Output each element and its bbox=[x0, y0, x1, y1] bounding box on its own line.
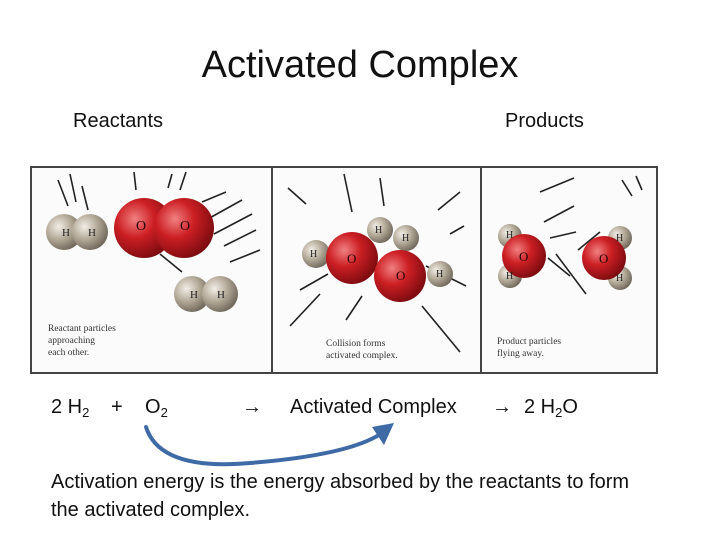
collision-figure: H H O O H H Reactant particles approachi… bbox=[30, 166, 658, 374]
page-title: Activated Complex bbox=[201, 44, 519, 86]
activated-complex-cluster: H H H H O O bbox=[302, 217, 453, 302]
hydrogen-atom bbox=[302, 240, 330, 268]
hydrogen-symbol: H bbox=[506, 271, 513, 282]
products-label: Products bbox=[505, 110, 584, 132]
equation-complex: Activated Complex bbox=[290, 396, 457, 418]
hydrogen-symbol: H bbox=[88, 227, 96, 239]
oxygen-symbol: O bbox=[396, 268, 405, 283]
oxygen-symbol: O bbox=[347, 251, 356, 266]
hydrogen-atom bbox=[393, 225, 419, 251]
oxygen-symbol: O bbox=[136, 219, 146, 234]
hydrogen-atom bbox=[202, 276, 238, 312]
reaction-arrow-icon: → bbox=[242, 396, 262, 418]
panel-reactants bbox=[57, 171, 261, 273]
hydrogen-symbol: H bbox=[402, 233, 409, 244]
hydrogen-atom bbox=[46, 214, 82, 250]
molecule-h2o-left: H H O bbox=[498, 224, 546, 288]
hydrogen-symbol: H bbox=[506, 230, 513, 241]
hydrogen-atom bbox=[367, 217, 393, 243]
curved-arrow-icon bbox=[144, 423, 394, 467]
oxygen-atom bbox=[154, 198, 214, 258]
molecule-h2o-right: H H O bbox=[582, 226, 632, 290]
panel-caption-reactants: Reactant particles approaching each othe… bbox=[48, 324, 118, 358]
hydrogen-atom bbox=[427, 261, 453, 287]
hydrogen-atom bbox=[174, 276, 210, 312]
hydrogen-atom bbox=[72, 214, 108, 250]
hydrogen-symbol: H bbox=[190, 289, 198, 301]
hydrogen-symbol: H bbox=[375, 225, 382, 236]
oxygen-atom bbox=[502, 234, 546, 278]
oxygen-symbol: O bbox=[180, 219, 190, 234]
equation-h2: 2 H2 bbox=[51, 396, 90, 420]
molecule-h2-right: H H bbox=[174, 276, 238, 312]
equation-plus: + bbox=[111, 396, 123, 418]
oxygen-atom bbox=[374, 250, 426, 302]
reactants-label: Reactants bbox=[73, 110, 164, 132]
hydrogen-symbol: H bbox=[436, 269, 443, 280]
molecule-o2: O O bbox=[114, 198, 214, 258]
hydrogen-symbol: H bbox=[62, 227, 70, 239]
reaction-arrow-icon: → bbox=[492, 396, 512, 418]
equation-o2: O2 bbox=[145, 396, 168, 420]
oxygen-symbol: O bbox=[599, 251, 608, 266]
hydrogen-symbol: H bbox=[217, 289, 225, 301]
panel-caption-products: Product particles flying away. bbox=[497, 337, 563, 359]
hydrogen-symbol: H bbox=[616, 273, 623, 284]
oxygen-atom bbox=[326, 232, 378, 284]
activation-energy-note: Activation energy is the energy absorbed… bbox=[51, 471, 630, 521]
oxygen-atom bbox=[582, 236, 626, 280]
hydrogen-symbol: H bbox=[310, 249, 317, 260]
panel-products bbox=[539, 175, 643, 295]
molecule-h2-left: H H bbox=[46, 214, 108, 250]
panel-caption-complex: Collision forms activated complex. bbox=[326, 338, 398, 361]
equation-h2o: 2 H2O bbox=[524, 396, 578, 420]
oxygen-symbol: O bbox=[519, 249, 528, 264]
hydrogen-symbol: H bbox=[616, 233, 623, 244]
